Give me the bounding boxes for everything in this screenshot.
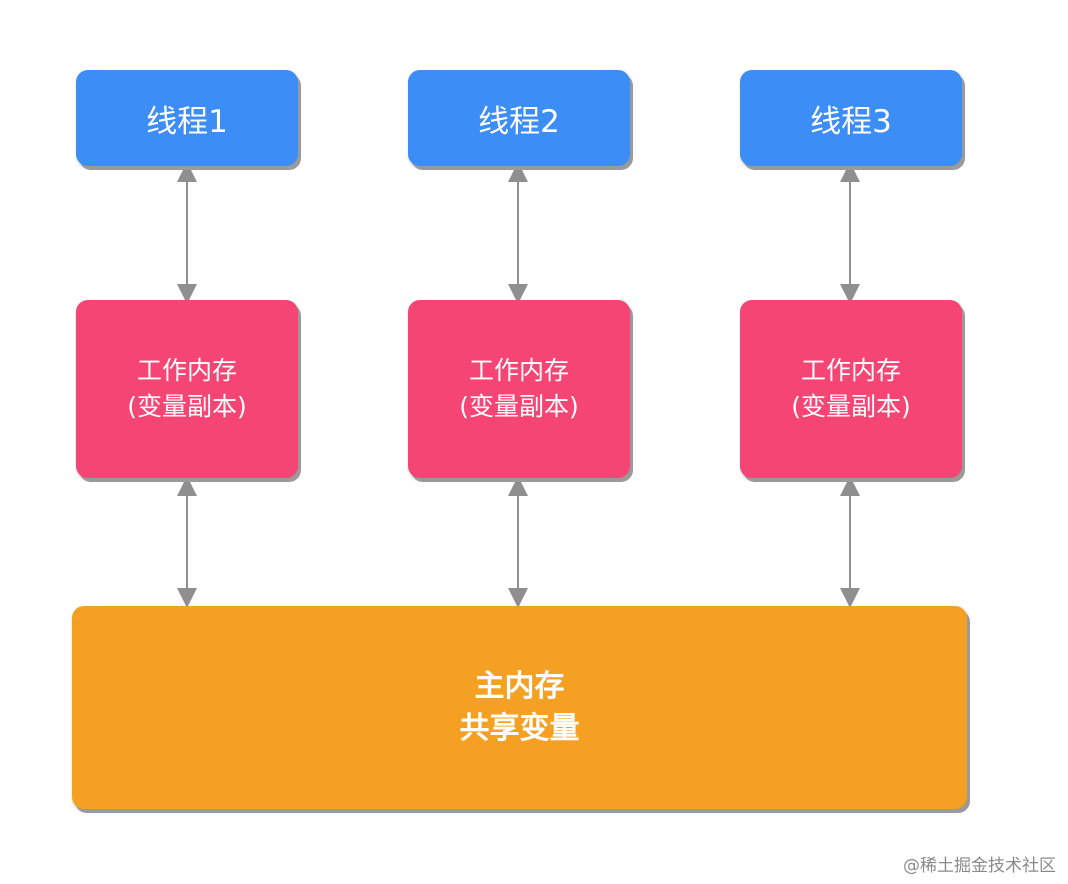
working-memory-2-title: 工作内存 [468,356,569,385]
working-memory-3-subtitle: (变量副本) [791,392,911,421]
working-memory-3-title: 工作内存 [800,356,901,385]
main-memory-title: 主内存 [474,668,565,704]
working-memory-3-box: 工作内存 (变量副本) [740,300,962,478]
working-memory-1-title: 工作内存 [136,356,237,385]
main-memory-subtitle: 共享变量 [459,710,580,746]
working-memory-2-box: 工作内存 (变量副本) [408,300,630,478]
thread-2-label: 线程2 [478,103,560,140]
thread-1-label: 线程1 [146,103,228,140]
working-memory-2-subtitle: (变量副本) [459,392,579,421]
working-memory-1-box: 工作内存 (变量副本) [76,300,298,478]
thread-2-box: 线程2 [408,70,630,166]
thread-3-label: 线程3 [810,103,892,140]
watermark: @稀土掘金技术社区 [903,856,1056,876]
main-memory-box: 主内存 共享变量 [72,606,967,809]
working-memory-1-subtitle: (变量副本) [127,392,247,421]
thread-1-box: 线程1 [76,70,298,166]
thread-3-box: 线程3 [740,70,962,166]
